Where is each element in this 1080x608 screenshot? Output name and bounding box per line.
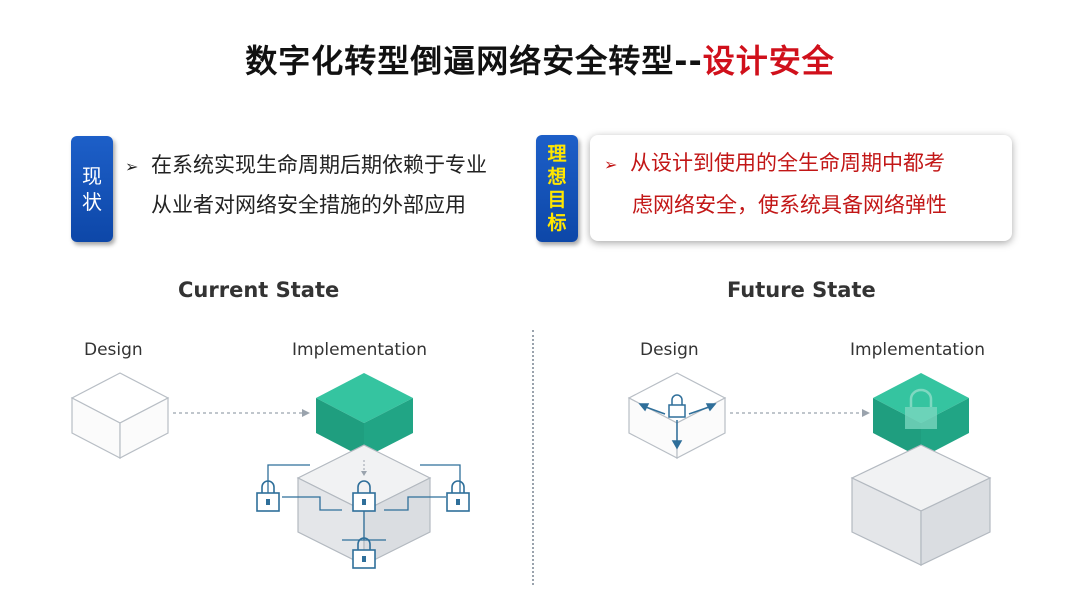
current-state-heading: Current State <box>178 278 340 302</box>
current-implementation-cube <box>316 373 413 458</box>
current-design-label: Design <box>84 340 143 360</box>
current-status-text: ➢ 在系统实现生命周期后期依赖于专业 从业者对网络安全措施的外部应用 <box>125 146 525 224</box>
tag-char: 目 <box>547 188 567 211</box>
tag-char: 想 <box>547 165 567 188</box>
future-implementation-label: Implementation <box>850 340 985 360</box>
title-main: 数字化转型倒逼网络安全转型-- <box>245 42 703 80</box>
future-design-label: Design <box>640 340 699 360</box>
lock-icon <box>446 480 470 512</box>
page-title: 数字化转型倒逼网络安全转型--设计安全 <box>0 36 1080 82</box>
bullet-arrow-icon: ➢ <box>604 155 618 174</box>
current-status-tag: 现 状 <box>71 136 113 242</box>
future-system-cube <box>850 444 992 566</box>
current-design-cube <box>70 372 170 459</box>
ideal-goal-box <box>590 135 1012 241</box>
tag-char: 现 <box>82 164 102 188</box>
current-implementation-label: Implementation <box>292 340 427 360</box>
ideal-goal-text: ➢ 从设计到使用的全生命周期中都考 虑网络安全，使系统具备网络弹性 <box>604 143 1004 225</box>
lock-connectors <box>267 464 461 541</box>
future-design-lock-icon <box>638 394 717 450</box>
bullet-arrow-icon: ➢ <box>125 157 139 176</box>
ideal-goal-tag: 理 想 目 标 <box>536 135 578 242</box>
tag-char: 标 <box>547 211 567 234</box>
goal-line-1: 从设计到使用的全生命周期中都考 <box>630 151 945 175</box>
tag-char: 状 <box>82 190 102 214</box>
future-implementation-cube <box>873 373 969 458</box>
title-highlight: 设计安全 <box>702 42 835 80</box>
state-divider <box>532 330 534 585</box>
current-system-cube <box>296 444 432 566</box>
tag-char: 理 <box>547 142 567 165</box>
current-line-2: 从业者对网络安全措施的外部应用 <box>151 193 466 217</box>
goal-line-2: 虑网络安全，使系统具备网络弹性 <box>632 193 947 217</box>
current-line-1: 在系统实现生命周期后期依赖于专业 <box>151 153 487 177</box>
future-state-heading: Future State <box>727 278 876 302</box>
